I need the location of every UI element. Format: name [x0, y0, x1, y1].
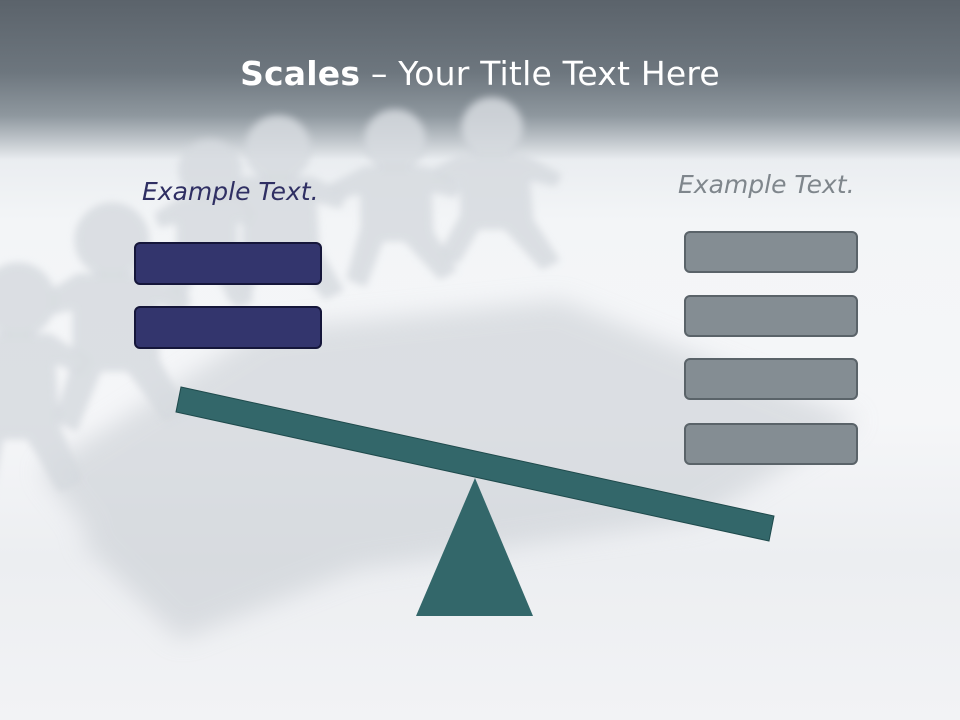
right-box-3 [684, 358, 858, 400]
title-rest: – Your Title Text Here [360, 54, 720, 93]
scale-fulcrum [416, 478, 533, 616]
right-box-4 [684, 423, 858, 465]
right-box-2 [684, 295, 858, 337]
right-box-1 [684, 231, 858, 273]
scale-beam [175, 386, 775, 542]
page-title: Scales – Your Title Text Here [0, 54, 960, 93]
right-example-label: Example Text. [678, 170, 855, 199]
left-box-2 [134, 306, 322, 349]
left-example-label: Example Text. [142, 177, 319, 206]
title-bold: Scales [240, 54, 361, 93]
left-box-1 [134, 242, 322, 285]
